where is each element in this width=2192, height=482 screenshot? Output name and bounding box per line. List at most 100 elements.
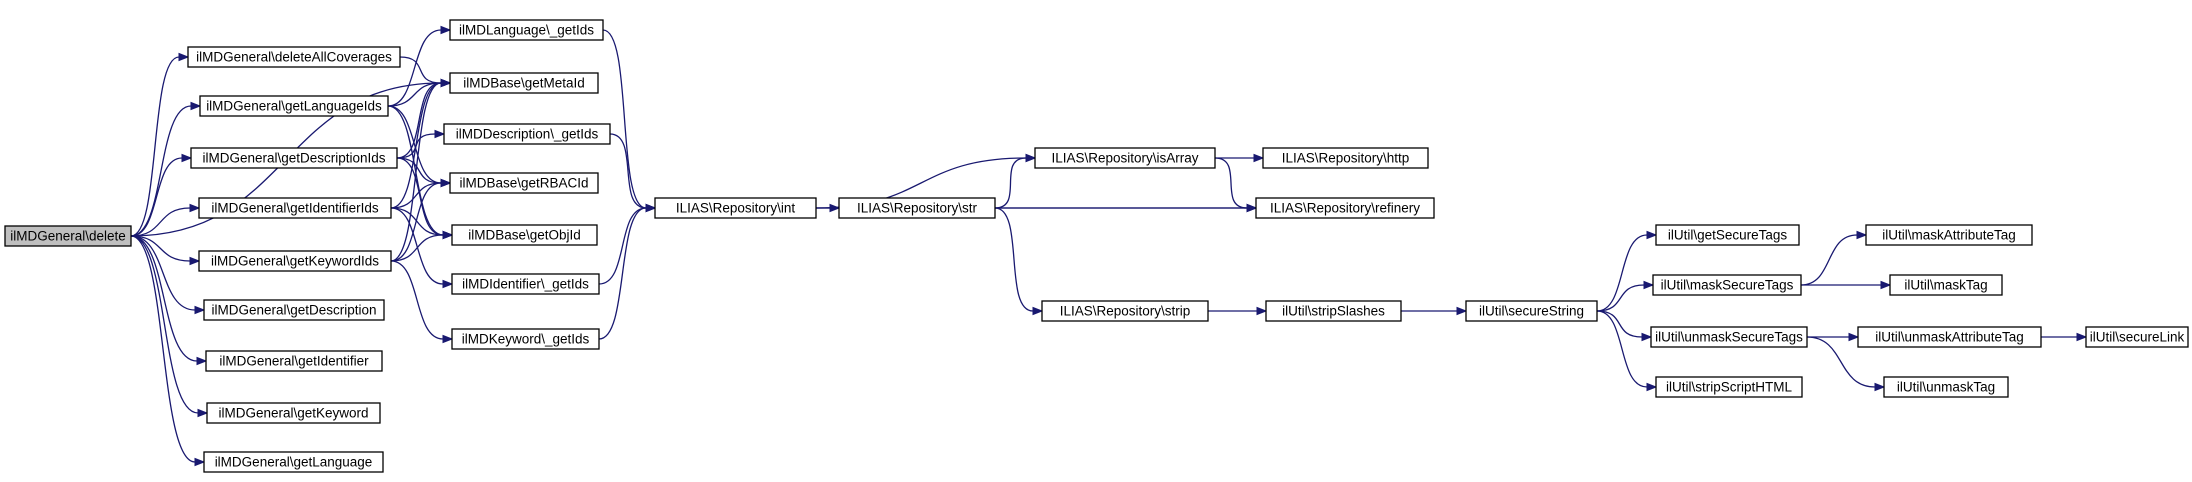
node-box[interactable] [1465, 300, 1598, 322]
arrowhead-icon [442, 230, 454, 240]
node-box[interactable] [203, 299, 385, 321]
node-box[interactable] [1041, 300, 1209, 322]
arrowhead-icon [442, 334, 454, 344]
node-ilmdgeneral-getidentifierids[interactable]: ilMDGeneral\getIdentifierIds [198, 197, 392, 219]
node-box[interactable] [1652, 274, 1802, 296]
node-box[interactable] [1255, 197, 1435, 219]
node-box[interactable] [187, 46, 401, 68]
node-box[interactable] [1865, 224, 2033, 246]
arrowhead-icon [178, 52, 190, 62]
node-box[interactable] [1655, 376, 1803, 398]
arrowhead-icon [2076, 332, 2088, 342]
node-box[interactable] [206, 402, 381, 424]
node-label: ilUtil\secureLink [2090, 330, 2185, 345]
node-box[interactable] [451, 224, 598, 246]
node-box[interactable] [838, 197, 996, 219]
node-box[interactable] [203, 451, 384, 473]
edge-line [390, 260, 444, 340]
node-ilutil-stripslashes[interactable]: ilUtil\stripSlashes [1265, 300, 1402, 322]
node-ilmdgeneral-getlanguageids[interactable]: ilMDGeneral\getLanguageIds [199, 95, 389, 117]
edge-descGetIds-to-repoInt [609, 133, 657, 213]
node-ilutil-stripscripthtml[interactable]: ilUtil\stripScriptHTML [1655, 376, 1803, 398]
node-box[interactable] [199, 95, 389, 117]
node-ilmdgeneral-getkeyword[interactable]: ilMDGeneral\getKeyword [206, 402, 381, 424]
edge-kwGetIds-to-repoInt [598, 203, 657, 340]
node-ilutil-maskattributetag[interactable]: ilUtil\maskAttributeTag [1865, 224, 2033, 246]
node-box[interactable] [449, 19, 604, 41]
edge-unmaskSecureTags-to-unmaskAttributeTag [1806, 332, 1860, 342]
edge-repoStr-to-repoStrip [994, 207, 1044, 316]
node-ilias-repository-strip[interactable]: ILIAS\Repository\strip [1041, 300, 1209, 322]
edge-repoIsArray-to-repoHttp [1214, 153, 1265, 163]
node-ilutil-unmasksecuretags[interactable]: ilUtil\unmaskSecureTags [1650, 326, 1808, 348]
node-box[interactable] [451, 273, 600, 295]
node-box[interactable] [443, 123, 611, 145]
node-box[interactable] [4, 225, 132, 247]
node-ilias-repository-http[interactable]: ILIAS\Repository\http [1262, 147, 1429, 169]
node-box[interactable] [198, 250, 392, 272]
node-ilutil-unmasktag[interactable]: ilUtil\unmaskTag [1883, 376, 2009, 398]
node-ilias-repository-isarray[interactable]: ILIAS\Repository\isArray [1034, 147, 1216, 169]
edge-secureString-to-stripScriptHTML [1596, 310, 1658, 392]
node-box[interactable] [205, 350, 383, 372]
node-box[interactable] [1262, 147, 1429, 169]
node-ilutil-getsecuretags[interactable]: ilUtil\getSecureTags [1655, 224, 1800, 246]
node-ilmdgeneral-deleteallcoverages[interactable]: ilMDGeneral\deleteAllCoverages [187, 46, 401, 68]
node-ilmdlanguage-getids[interactable]: ilMDLanguage\_getIds [449, 19, 604, 41]
node-box[interactable] [1650, 326, 1808, 348]
node-ilias-repository-refinery[interactable]: ILIAS\Repository\refinery [1255, 197, 1435, 219]
node-box[interactable] [198, 197, 392, 219]
node-box[interactable] [190, 147, 398, 169]
arrowhead-icon [194, 457, 206, 467]
node-ilmdgeneral-getlanguage[interactable]: ilMDGeneral\getLanguage [203, 451, 384, 473]
node-ilmdbase-getmetaid[interactable]: ilMDBase\getMetaId [449, 72, 599, 94]
node-label: ilUtil\maskTag [1904, 278, 1987, 293]
node-ilmdidentifier-getids[interactable]: ilMDIdentifier\_getIds [451, 273, 600, 295]
node-box[interactable] [1655, 224, 1800, 246]
edge-line [390, 234, 444, 262]
node-ilias-repository-str[interactable]: ILIAS\Repository\str [838, 197, 996, 219]
node-box[interactable] [1857, 326, 2042, 348]
node-ilmdgeneral-getkeywordids[interactable]: ilMDGeneral\getKeywordIds [198, 250, 392, 272]
node-ilutil-masksecuretags[interactable]: ilUtil\maskSecureTags [1652, 274, 1802, 296]
node-box[interactable] [1883, 376, 2009, 398]
node-ilmdgeneral-getdescription[interactable]: ilMDGeneral\getDescription [203, 299, 385, 321]
node-ilmdbase-getrbacid[interactable]: ilMDBase\getRBACId [449, 172, 599, 194]
node-box[interactable] [1265, 300, 1402, 322]
arrowhead-icon [1032, 306, 1044, 316]
node-label: ilMDBase\getMetaId [463, 76, 585, 91]
node-label: ILIAS\Repository\strip [1060, 304, 1191, 319]
node-ilutil-securestring[interactable]: ilUtil\secureString [1465, 300, 1598, 322]
edge-line [390, 82, 442, 262]
node-box[interactable] [449, 72, 599, 94]
edge-line [387, 29, 442, 107]
node-box[interactable] [654, 197, 817, 219]
node-box[interactable] [1034, 147, 1216, 169]
node-ilias-repository-int[interactable]: ILIAS\Repository\int [654, 197, 817, 219]
node-ilmdgeneral-getidentifier[interactable]: ilMDGeneral\getIdentifier [205, 350, 383, 372]
node-label: ilMDGeneral\getKeywordIds [211, 254, 379, 269]
node-box[interactable] [2085, 326, 2189, 348]
node-ilmdbase-getobjid[interactable]: ilMDBase\getObjId [451, 224, 598, 246]
edge-getKeywordIds-to-kwGetIds [390, 260, 454, 344]
node-ilutil-masktag[interactable]: ilUtil\maskTag [1889, 274, 2003, 296]
arrowhead-icon [1256, 306, 1268, 316]
node-ilmdgeneral-delete[interactable]: ilMDGeneral\delete [4, 225, 132, 247]
node-label: ilUtil\maskSecureTags [1661, 278, 1794, 293]
node-label: ilMDGeneral\getLanguageIds [206, 99, 382, 114]
node-box[interactable] [451, 328, 600, 350]
node-ilutil-unmaskattributetag[interactable]: ilUtil\unmaskAttributeTag [1857, 326, 2042, 348]
node-box[interactable] [1889, 274, 2003, 296]
arrowhead-icon [190, 101, 202, 111]
node-label: ilUtil\unmaskTag [1897, 380, 1995, 395]
edge-getDescriptionIds-to-getObjId [396, 157, 454, 240]
node-ilmddescription-getids[interactable]: ilMDDescription\_getIds [443, 123, 611, 145]
node-ilutil-securelink[interactable]: ilUtil\secureLink [2085, 326, 2189, 348]
node-box[interactable] [449, 172, 599, 194]
node-label: ILIAS\Repository\refinery [1270, 201, 1420, 216]
node-label: ilMDKeyword\_getIds [462, 332, 590, 347]
arrowhead-icon [645, 203, 657, 213]
node-ilmdkeyword-getids[interactable]: ilMDKeyword\_getIds [451, 328, 600, 350]
node-ilmdgeneral-getdescriptionids[interactable]: ilMDGeneral\getDescriptionIds [190, 147, 398, 169]
